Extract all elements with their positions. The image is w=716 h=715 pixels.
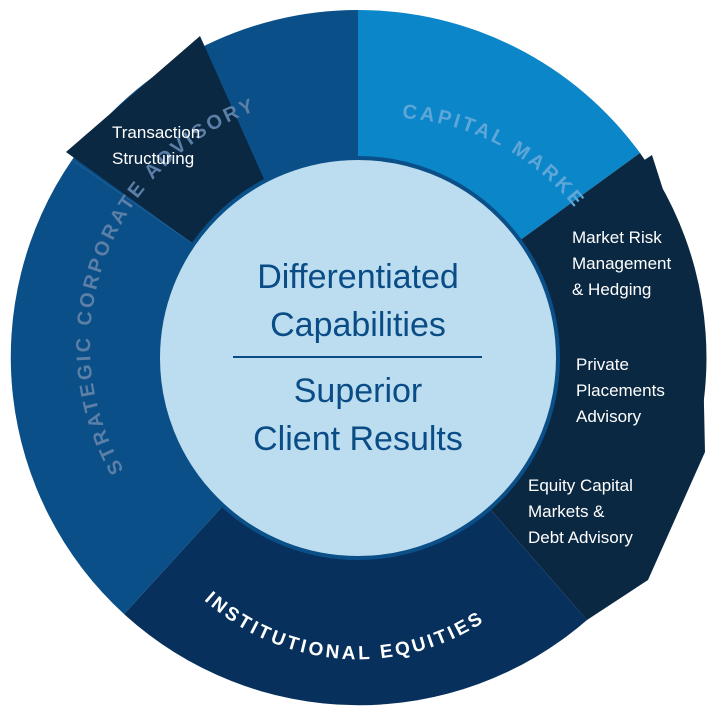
equity-capital-text: Equity Capital Markets & Debt Advisory (528, 476, 638, 547)
transaction-structuring-panel (66, 36, 268, 245)
equity-capital-panel (492, 452, 705, 620)
center-line-2: Capabilities (270, 306, 446, 344)
transaction-structuring-text: Transaction Structuring (112, 123, 205, 168)
center-line-1: Differentiated (257, 258, 459, 296)
center-text-group: Differentiated Capabilities Superior Cli… (253, 258, 463, 458)
market-risk-text: Market Risk Management & Hedging (572, 228, 676, 299)
private-placements-panel (550, 312, 705, 452)
center-line-3: Superior (294, 372, 423, 410)
center-line-4: Client Results (253, 420, 463, 458)
market-risk-panel (522, 155, 702, 334)
private-placements-text: Private Placements Advisory (576, 355, 670, 426)
center-circle-outline (156, 156, 560, 560)
